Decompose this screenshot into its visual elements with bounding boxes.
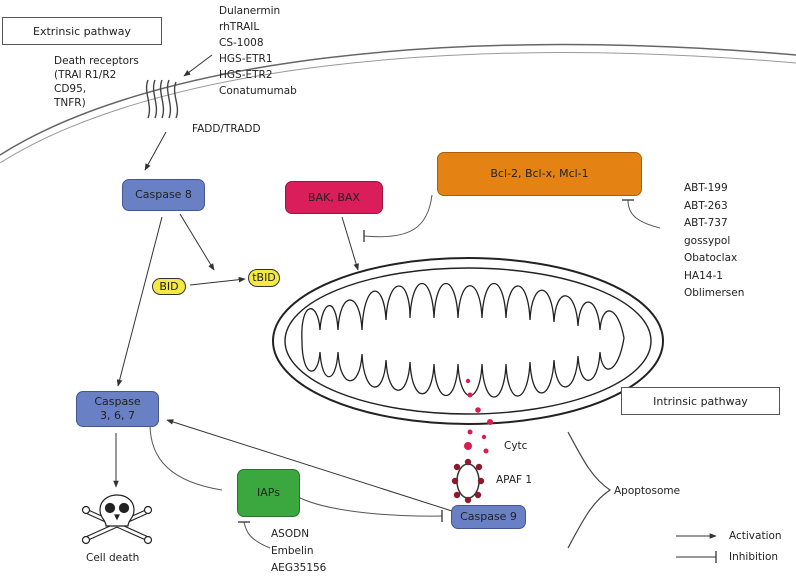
extrinsic-pathway-label: Extrinsic pathway — [2, 17, 162, 45]
cell-death-label: Cell death — [86, 552, 140, 564]
caspase9-node: Caspase 9 — [451, 505, 526, 529]
bcl2-node: Bcl-2, Bcl-x, Mcl-1 — [437, 152, 642, 196]
inhibit-iaps-to-caspase9 — [297, 496, 443, 517]
arrow-receptor-to-caspase8 — [144, 131, 167, 171]
cytc-label: Cytc — [504, 440, 528, 452]
arrow-bakbax-to-mito — [341, 216, 359, 271]
fadd-tradd-label: FADD/TRADD — [192, 123, 261, 135]
bak-bax-node: BAK, BAX — [285, 181, 383, 214]
cytc-dots — [464, 378, 493, 454]
tbid-node: tBID — [248, 269, 280, 287]
caspase367-node: Caspase 3, 6, 7 — [76, 391, 159, 427]
cell-membrane-outer — [0, 43, 796, 156]
inhibit-drugs-to-bcl2 — [627, 199, 661, 229]
cell-membrane-inner — [0, 52, 796, 164]
mitochondrion-icon — [272, 257, 664, 425]
death-receptor-icon — [145, 79, 179, 119]
inhibit-bcl2-to-bakbax — [363, 194, 433, 238]
iap-drug-list: ASODN Embelin AEG35156 — [271, 528, 327, 574]
legend-activation-label: Activation — [729, 530, 782, 542]
iaps-node: IAPs — [237, 469, 300, 517]
skull-icon — [81, 494, 153, 545]
arrow-bid-to-tbid — [189, 276, 246, 286]
apaf1-icon — [451, 458, 485, 504]
apoptosome-brace — [567, 431, 612, 549]
death-receptors-label: Death receptors (TRAl R1/R2 CD95, TNFR) — [54, 55, 139, 109]
legend-inhibition-label: Inhibition — [729, 551, 779, 563]
bcl2-drug-list: ABT-199 ABT-263 ABT-737 gossypol Obatocl… — [684, 182, 745, 299]
arrow-caspase8-to-tbid — [179, 213, 215, 271]
bid-node: BID — [152, 278, 186, 295]
arrow-caspase8-to-caspase367 — [116, 216, 163, 387]
inhibit-drugs-to-iaps — [243, 521, 271, 549]
arrow-drugs-to-receptor — [183, 54, 213, 77]
arrow-caspase9-to-caspase367 — [166, 419, 453, 512]
intrinsic-pathway-label: Intrinsic pathway — [621, 387, 780, 415]
apaf1-label: APAF 1 — [496, 474, 533, 486]
caspase8-node: Caspase 8 — [122, 179, 205, 211]
receptor-drug-list: Dulanermin rhTRAIL CS-1008 HGS-ETR1 HGS-… — [219, 5, 297, 97]
inhibit-iaps-to-caspase367 — [149, 423, 223, 491]
apoptosome-label: Apoptosome — [614, 485, 681, 497]
